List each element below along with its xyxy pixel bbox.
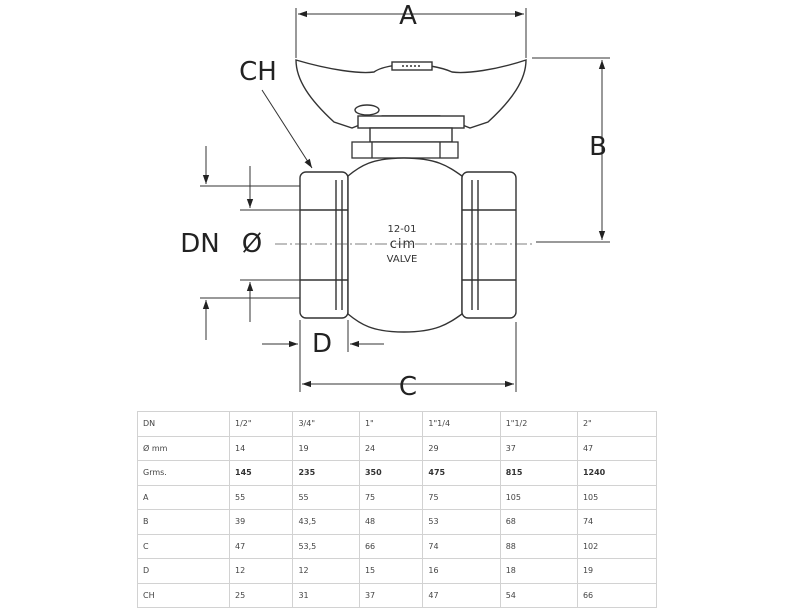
butterfly-handle	[295, 59, 527, 143]
table-cell: 37	[358, 582, 424, 608]
table-cell: 25	[228, 582, 294, 608]
table-cell: 54	[499, 582, 578, 608]
table-cell: 16	[422, 558, 501, 584]
dimension-diameter	[240, 166, 300, 322]
table-cell: 75	[358, 484, 424, 510]
dimension-b	[532, 57, 610, 243]
table-cell: 66	[358, 533, 424, 559]
row-label: B	[137, 509, 230, 535]
table-cell: 66	[576, 582, 658, 608]
table-cell: 53	[422, 509, 501, 535]
table-cell: 12	[292, 558, 360, 584]
table-cell: 1"1/4	[422, 411, 501, 437]
table-cell: 47	[576, 435, 658, 461]
row-label: D	[137, 558, 230, 584]
table-cell: 815	[499, 460, 578, 486]
table-cell: 105	[576, 484, 658, 510]
table-cell: 1/2"	[228, 411, 294, 437]
table-cell: 37	[499, 435, 578, 461]
table-cell: 350	[358, 460, 424, 486]
table-cell: 75	[422, 484, 501, 510]
table-cell: 48	[358, 509, 424, 535]
table-cell: 1"	[358, 411, 424, 437]
marking-code: 12-01	[387, 224, 416, 235]
table-cell: 2"	[576, 411, 658, 437]
table-cell: 19	[576, 558, 658, 584]
row-label: CH	[137, 582, 230, 608]
table-cell: 235	[292, 460, 360, 486]
table-cell: 55	[292, 484, 360, 510]
table-cell: 55	[228, 484, 294, 510]
table-cell: 43,5	[292, 509, 360, 535]
label-ch: CH	[239, 57, 277, 87]
table-cell: 15	[358, 558, 424, 584]
table-cell: 68	[499, 509, 578, 535]
table-cell: 24	[358, 435, 424, 461]
table-cell: 1240	[576, 460, 658, 486]
table-cell: 29	[422, 435, 501, 461]
table-cell: 31	[292, 582, 360, 608]
ch-leader	[261, 89, 313, 169]
table-cell: 53,5	[292, 533, 360, 559]
label-d: D	[312, 329, 332, 359]
dimension-d	[262, 320, 384, 352]
label-c: C	[399, 372, 417, 400]
table-cell: 105	[499, 484, 578, 510]
label-b: B	[589, 132, 607, 162]
row-label: Ø mm	[137, 435, 230, 461]
table-cell: 3/4"	[292, 411, 360, 437]
row-label: DN	[137, 411, 230, 437]
table-cell: 18	[499, 558, 578, 584]
table-cell: 88	[499, 533, 578, 559]
table-cell: 39	[228, 509, 294, 535]
valve-body	[299, 157, 517, 333]
table-cell: 47	[228, 533, 294, 559]
table-cell: 145	[228, 460, 294, 486]
table-cell: 74	[576, 509, 658, 535]
table-cell: 12	[228, 558, 294, 584]
table-cell: 1"1/2	[499, 411, 578, 437]
label-dn: DN	[180, 229, 219, 259]
table-cell: 102	[576, 533, 658, 559]
valve-stem	[351, 141, 459, 159]
table-cell: 47	[422, 582, 501, 608]
row-label: C	[137, 533, 230, 559]
label-diameter: Ø	[242, 229, 262, 259]
marking-logo: cim	[390, 237, 416, 252]
table-cell: 14	[228, 435, 294, 461]
marking-valve: VALVE	[387, 254, 418, 265]
valve-technical-drawing: 12-01 cim VALVE A B C D CH D	[180, 1, 610, 400]
table-cell: 19	[292, 435, 360, 461]
row-label: Grms.	[137, 460, 230, 486]
row-label: A	[137, 484, 230, 510]
valve-marking: 12-01 cim VALVE	[387, 224, 418, 265]
label-a: A	[399, 1, 417, 31]
dimension-a	[295, 8, 527, 58]
table-cell: 74	[422, 533, 501, 559]
table-cell: 475	[422, 460, 501, 486]
